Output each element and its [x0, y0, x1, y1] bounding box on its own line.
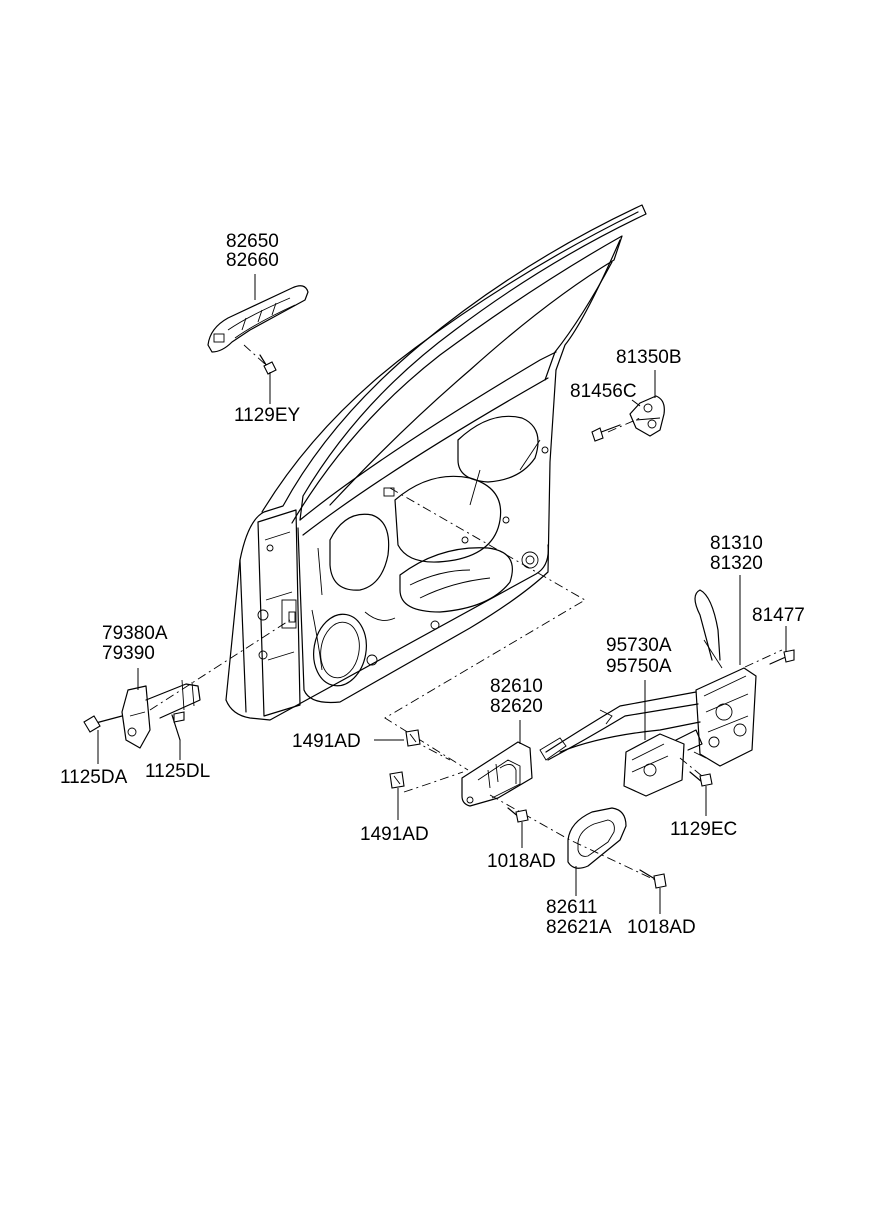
label-82650: 82650 [226, 231, 279, 252]
label-81477: 81477 [752, 605, 805, 626]
label-1491AD-bottom: 1491AD [360, 824, 429, 845]
label-1018AD-inner: 1018AD [487, 851, 556, 872]
label-82621A: 82621A [546, 917, 612, 938]
label-1125DA: 1125DA [60, 767, 128, 788]
label-81350B: 81350B [616, 347, 682, 368]
label-82660: 82660 [226, 250, 279, 271]
label-95750A: 95750A [606, 656, 672, 677]
inside-door-handle [461, 741, 533, 807]
label-81456C: 81456C [570, 381, 637, 402]
bolt-1125DL-icon [171, 711, 185, 741]
clip-1491AD-top-icon [405, 729, 421, 747]
front-door-panel [225, 204, 647, 721]
bolt-1125DA-icon [83, 715, 123, 733]
screw-81477-icon [769, 649, 795, 665]
screw-81456C-icon [591, 424, 621, 442]
screw-1018AD-bezel-icon [639, 869, 667, 889]
door-lock-actuator [623, 729, 707, 797]
leader-lines [97, 274, 787, 914]
door-checker [121, 679, 201, 749]
label-1491AD-top: 1491AD [292, 731, 361, 752]
label-1129EC: 1129EC [670, 819, 737, 840]
screw-1129EC-icon [689, 771, 713, 787]
label-82620: 82620 [490, 696, 543, 717]
label-79390: 79390 [102, 643, 155, 664]
label-95730A: 95730A [606, 635, 672, 656]
label-82610: 82610 [490, 676, 543, 697]
clip-1491AD-bottom-icon [389, 771, 405, 789]
door-striker [629, 395, 665, 437]
label-82611: 82611 [546, 897, 597, 918]
screw-1129EY-icon [259, 354, 277, 375]
screw-1018AD-inner-icon [507, 807, 529, 823]
door-latch-assembly [539, 589, 757, 767]
outside-door-handle [207, 285, 309, 353]
inside-handle-bezel [567, 807, 627, 869]
label-1129EY: 1129EY [234, 405, 301, 426]
label-79380A: 79380A [102, 623, 168, 644]
label-1125DL: 1125DL [145, 761, 210, 782]
label-81310: 81310 [710, 533, 763, 554]
label-81320: 81320 [710, 553, 763, 574]
label-1018AD-bezel: 1018AD [627, 917, 696, 938]
part-labels: 82650 82660 1129EY 81350B 81456C 81310 8… [60, 231, 805, 938]
